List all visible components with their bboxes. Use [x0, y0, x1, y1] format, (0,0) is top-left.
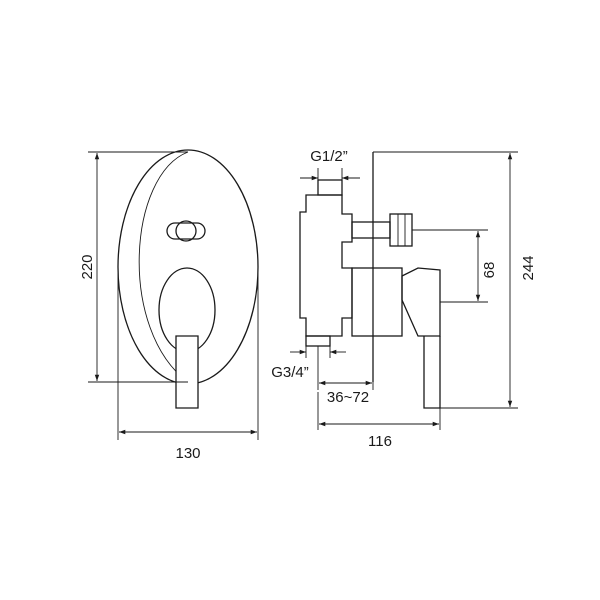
projection-dimension: 116	[317, 392, 441, 450]
outlet-thread-label: G3/4”	[271, 364, 309, 381]
cartridge-housing	[351, 267, 403, 337]
cover-plate-inner-curve	[138, 151, 189, 383]
diverter-knob	[166, 220, 206, 242]
lever-handle	[158, 267, 216, 409]
diverter-spindle	[351, 213, 413, 247]
side-lever-handle	[401, 267, 441, 409]
inlet-stub	[317, 179, 343, 196]
wall-depth-label: 36~72	[327, 389, 369, 406]
valve-body	[299, 194, 353, 337]
outlet-stub	[305, 335, 331, 347]
front-width-label: 130	[175, 445, 200, 462]
front-view: 220 130	[79, 149, 259, 462]
outlet-thread-dimension: G3/4”	[271, 338, 346, 381]
wall-depth-dimension: 36~72	[317, 346, 374, 406]
side-view: G1/2” G3/4” 36~72 116	[271, 148, 537, 450]
projection-label: 116	[368, 433, 392, 450]
front-height-dimension: 220	[79, 151, 188, 383]
inlet-thread-dimension: G1/2”	[300, 148, 360, 192]
front-width-dimension: 130	[117, 268, 259, 462]
front-height-label: 220	[79, 254, 96, 279]
spindle-height-dimension: 68	[412, 229, 498, 303]
total-height-label: 244	[520, 255, 537, 280]
inlet-thread-label: G1/2”	[310, 148, 348, 165]
total-height-dimension: 244	[373, 151, 537, 409]
spindle-height-label: 68	[481, 262, 498, 279]
